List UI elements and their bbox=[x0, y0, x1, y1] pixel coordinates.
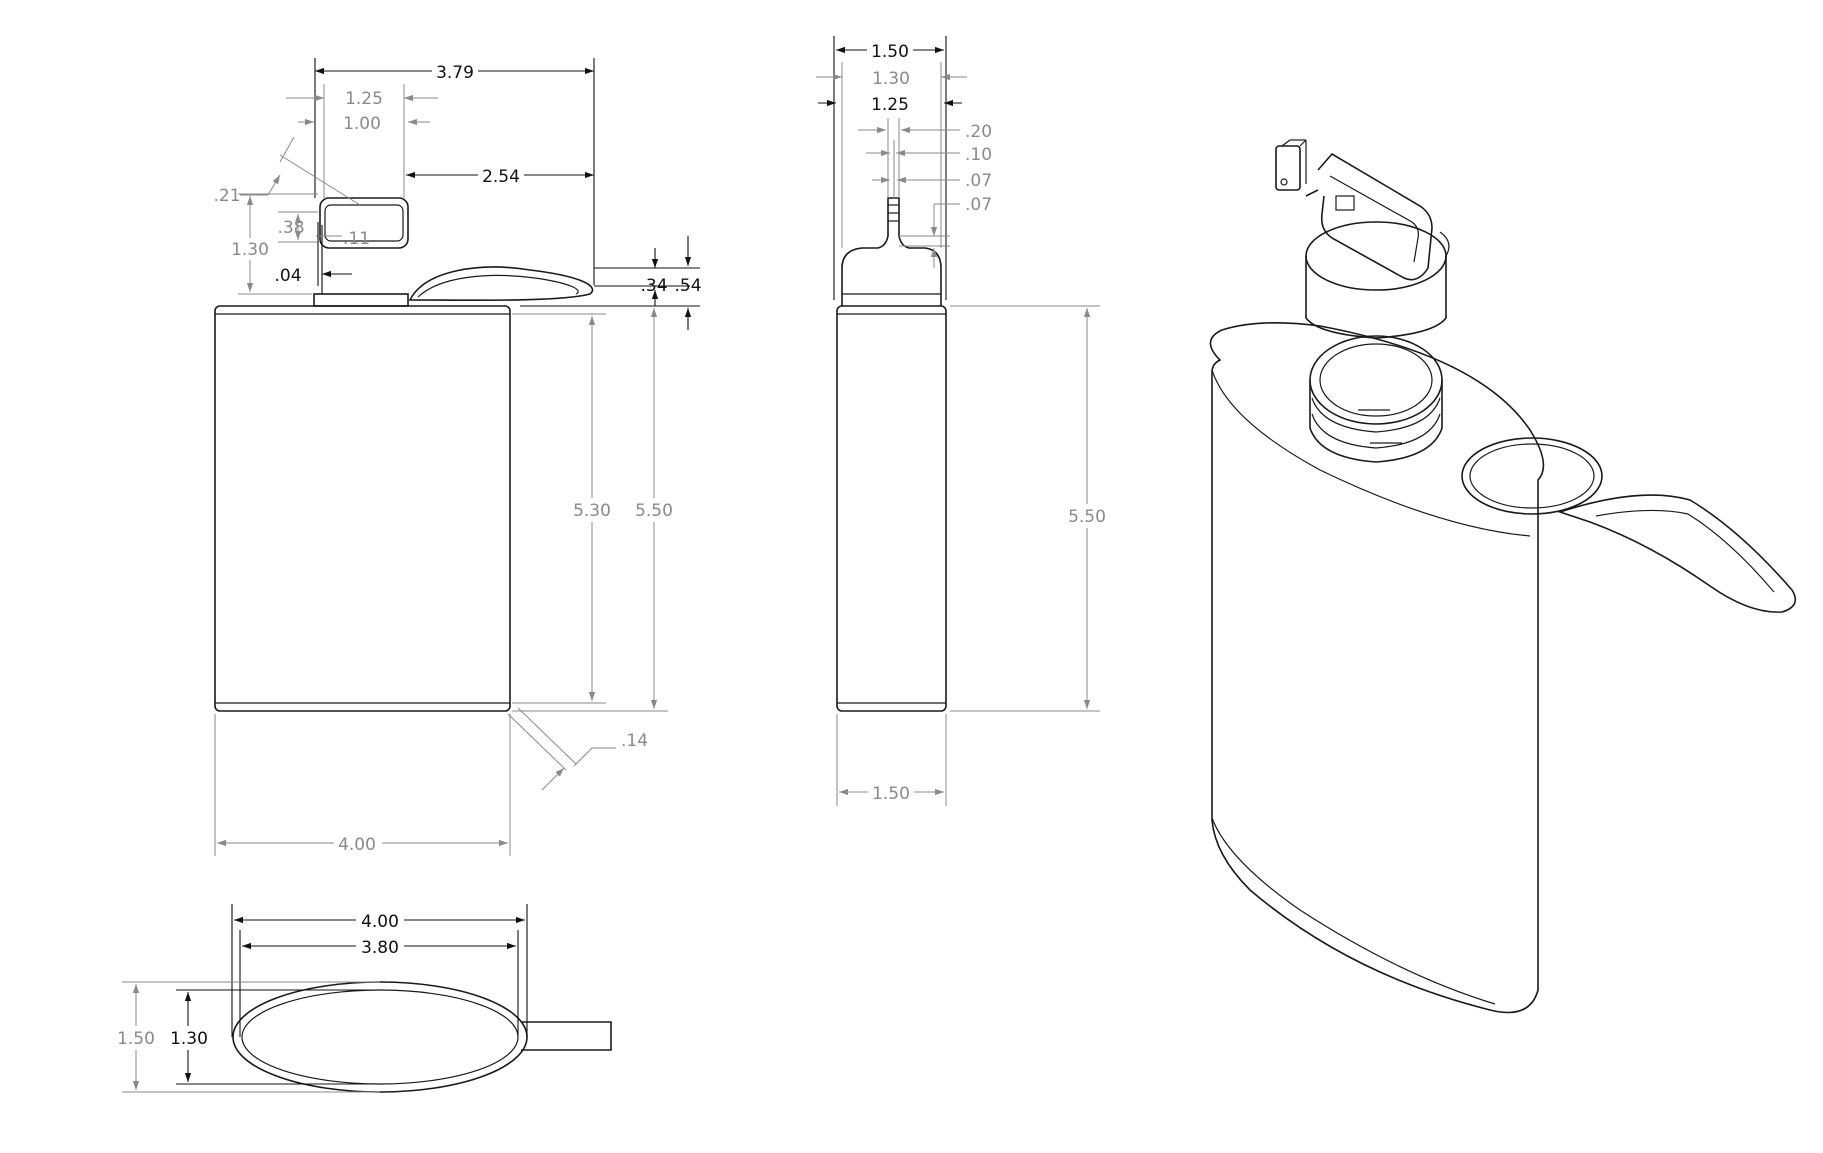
side-body bbox=[836, 305, 947, 712]
isometric-view bbox=[1209, 139, 1797, 1014]
dim-1-30-side: 1.30 bbox=[872, 69, 910, 89]
dim-38: .38 bbox=[277, 218, 304, 238]
side-view: 1.50 1.30 1.25 .20 .10 .07 .07 bbox=[816, 36, 1112, 806]
dim-5-30: 5.30 bbox=[573, 501, 611, 521]
dim-3-79: 3.79 bbox=[436, 63, 474, 83]
iso-loop-ring bbox=[1461, 437, 1603, 515]
dim-04: .04 bbox=[274, 266, 301, 286]
dim-21: .21 bbox=[213, 186, 240, 206]
iso-loop-handle bbox=[1557, 494, 1797, 613]
iso-cap bbox=[1305, 256, 1447, 339]
dim-2-54: 2.54 bbox=[482, 167, 520, 187]
top-view: 4.00 3.80 1.50 1.30 bbox=[112, 904, 612, 1093]
dim-1-25-side: 1.25 bbox=[871, 95, 909, 115]
dim-1-30-top-view: 1.30 bbox=[170, 1029, 208, 1049]
dim-14: .14 bbox=[621, 731, 648, 751]
dim-1-50-top: 1.50 bbox=[871, 42, 909, 62]
top-outer-ellipse bbox=[232, 981, 528, 1093]
dim-4-00-top: 4.00 bbox=[361, 912, 399, 932]
dim-54: .54 bbox=[674, 276, 701, 296]
dim-11: .11 bbox=[343, 229, 370, 249]
iso-cap-handle bbox=[1317, 152, 1433, 281]
dim-5-50-side: 5.50 bbox=[1068, 507, 1106, 527]
iso-body bbox=[1209, 322, 1545, 1014]
iso-neck-top bbox=[1309, 335, 1443, 425]
dim-07a: .07 bbox=[965, 171, 992, 191]
front-body bbox=[214, 305, 511, 712]
dim-07b: .07 bbox=[965, 195, 992, 215]
front-loop-handle bbox=[408, 266, 594, 302]
dim-1-30: 1.30 bbox=[231, 240, 269, 260]
top-inner-ellipse bbox=[241, 989, 519, 1085]
top-loop-handle bbox=[521, 1021, 612, 1051]
iso-clip bbox=[1275, 145, 1301, 191]
dim-20: .20 bbox=[965, 122, 992, 142]
dim-5-50: 5.50 bbox=[635, 501, 673, 521]
dim-3-80-top: 3.80 bbox=[361, 938, 399, 958]
side-neck bbox=[841, 197, 942, 306]
front-cap-handle bbox=[319, 197, 409, 249]
front-view: 3.79 1.25 1.00 2.54 .21 .38 .11 1.30 bbox=[213, 58, 702, 856]
dim-1-50-bottom: 1.50 bbox=[872, 784, 910, 804]
front-neck bbox=[313, 293, 409, 307]
dim-1-25: 1.25 bbox=[345, 89, 383, 109]
dim-1-50-top-view: 1.50 bbox=[117, 1029, 155, 1049]
dim-34: .34 bbox=[640, 276, 667, 296]
dim-1-00: 1.00 bbox=[343, 114, 381, 134]
dim-4-00-front: 4.00 bbox=[338, 835, 376, 855]
dim-10: .10 bbox=[965, 145, 992, 165]
